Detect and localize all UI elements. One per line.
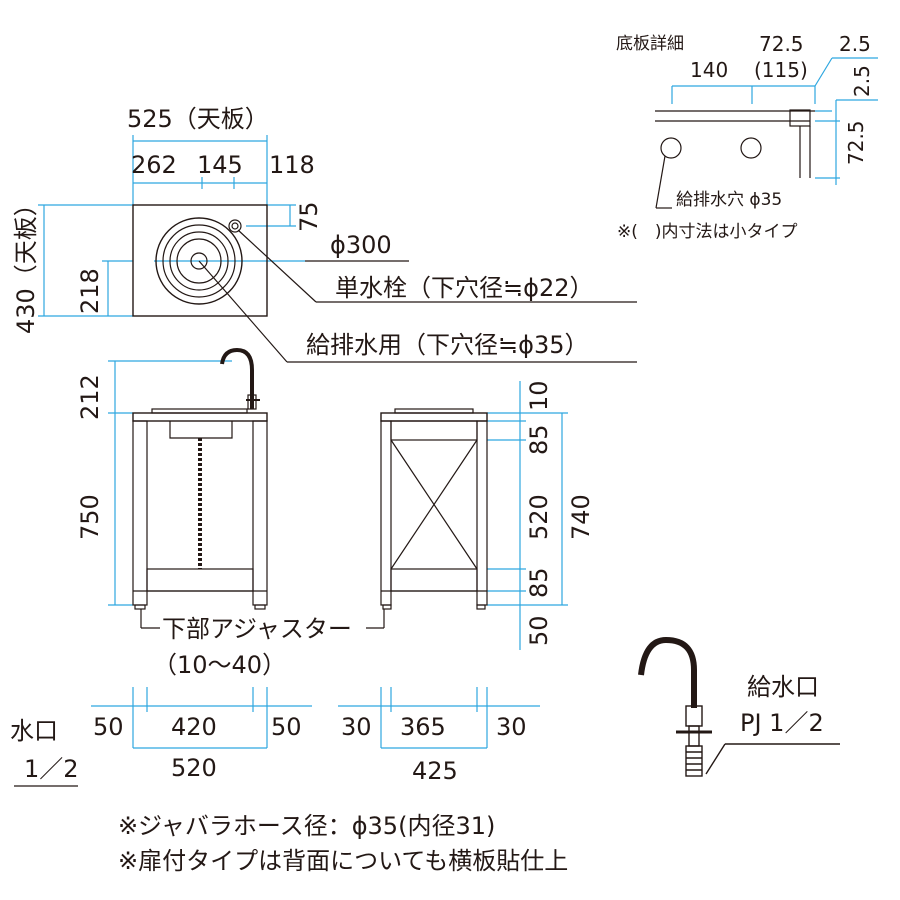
side-dim-520: 520 <box>525 494 553 540</box>
front-dim-left: 50 <box>93 713 124 741</box>
top-dim-218: 218 <box>76 268 104 314</box>
top-dim-c: 118 <box>269 151 315 179</box>
adjuster-label: 下部アジャスター <box>162 615 352 643</box>
front-dim-total: 520 <box>171 754 217 782</box>
water-inlet-label: 水口 <box>10 717 58 745</box>
water-inlet-size: 1／2 <box>24 755 79 783</box>
bowl-label: ϕ300 <box>330 231 392 259</box>
top-view <box>38 135 637 363</box>
top-width-label: 525（天板） <box>127 105 269 133</box>
front-dim-750: 750 <box>76 494 104 540</box>
drain-hole-detail-label: 給排水穴 ϕ35 <box>676 190 783 210</box>
faucet-inlet-size: PJ 1／2 <box>740 709 824 737</box>
top-dim-75: 75 <box>295 201 323 232</box>
side-dim-mid: 365 <box>400 713 446 741</box>
bottom-dimensions <box>91 687 540 749</box>
faucet-inlet-label: 給水口 <box>747 673 819 701</box>
bottom-dim-140: 140 <box>690 58 729 82</box>
side-dim-85-top: 85 <box>525 424 553 455</box>
side-view <box>366 381 568 650</box>
faucet-detail <box>638 636 840 777</box>
side-dim-right: 30 <box>496 713 527 741</box>
bottom-detail-title: 底板詳細 <box>616 34 684 54</box>
bottom-dim-115: (115) <box>754 58 808 82</box>
note-door: ※扉付タイプは背面についても横板貼仕上 <box>118 847 569 875</box>
bottom-detail <box>655 57 878 209</box>
front-dim-mid: 420 <box>171 713 217 741</box>
drain-hole-label: 給排水用（下穴径≒ϕ35） <box>306 331 589 359</box>
front-dim-212: 212 <box>76 374 104 420</box>
bottom-dim-2-5-top: 2.5 <box>839 32 871 56</box>
top-dim-b: 145 <box>197 151 243 179</box>
side-dim-85-bot: 85 <box>525 567 553 598</box>
top-dim-height: 430（天板） <box>12 192 40 334</box>
side-dim-left: 30 <box>341 713 372 741</box>
side-dim-10: 10 <box>525 380 553 411</box>
front-view <box>108 347 268 629</box>
note-hose: ※ジャバラホース径：ϕ35(内径31) <box>118 812 496 840</box>
bottom-dim-2-5-side: 2.5 <box>850 65 874 97</box>
bottom-dim-72-5-side: 72.5 <box>844 120 868 165</box>
faucet-hole-label: 単水栓（下穴径≒ϕ22） <box>335 274 594 302</box>
front-dim-right: 50 <box>271 713 302 741</box>
bottom-detail-note: ※( )内寸法は小タイプ <box>617 222 798 242</box>
side-dim-50: 50 <box>525 615 553 646</box>
side-dim-740: 740 <box>567 494 595 540</box>
bottom-dim-72-5: 72.5 <box>759 32 804 56</box>
adjuster-range: （10～40） <box>153 651 287 679</box>
side-dim-total: 425 <box>412 757 458 785</box>
top-dim-a: 262 <box>131 151 177 179</box>
